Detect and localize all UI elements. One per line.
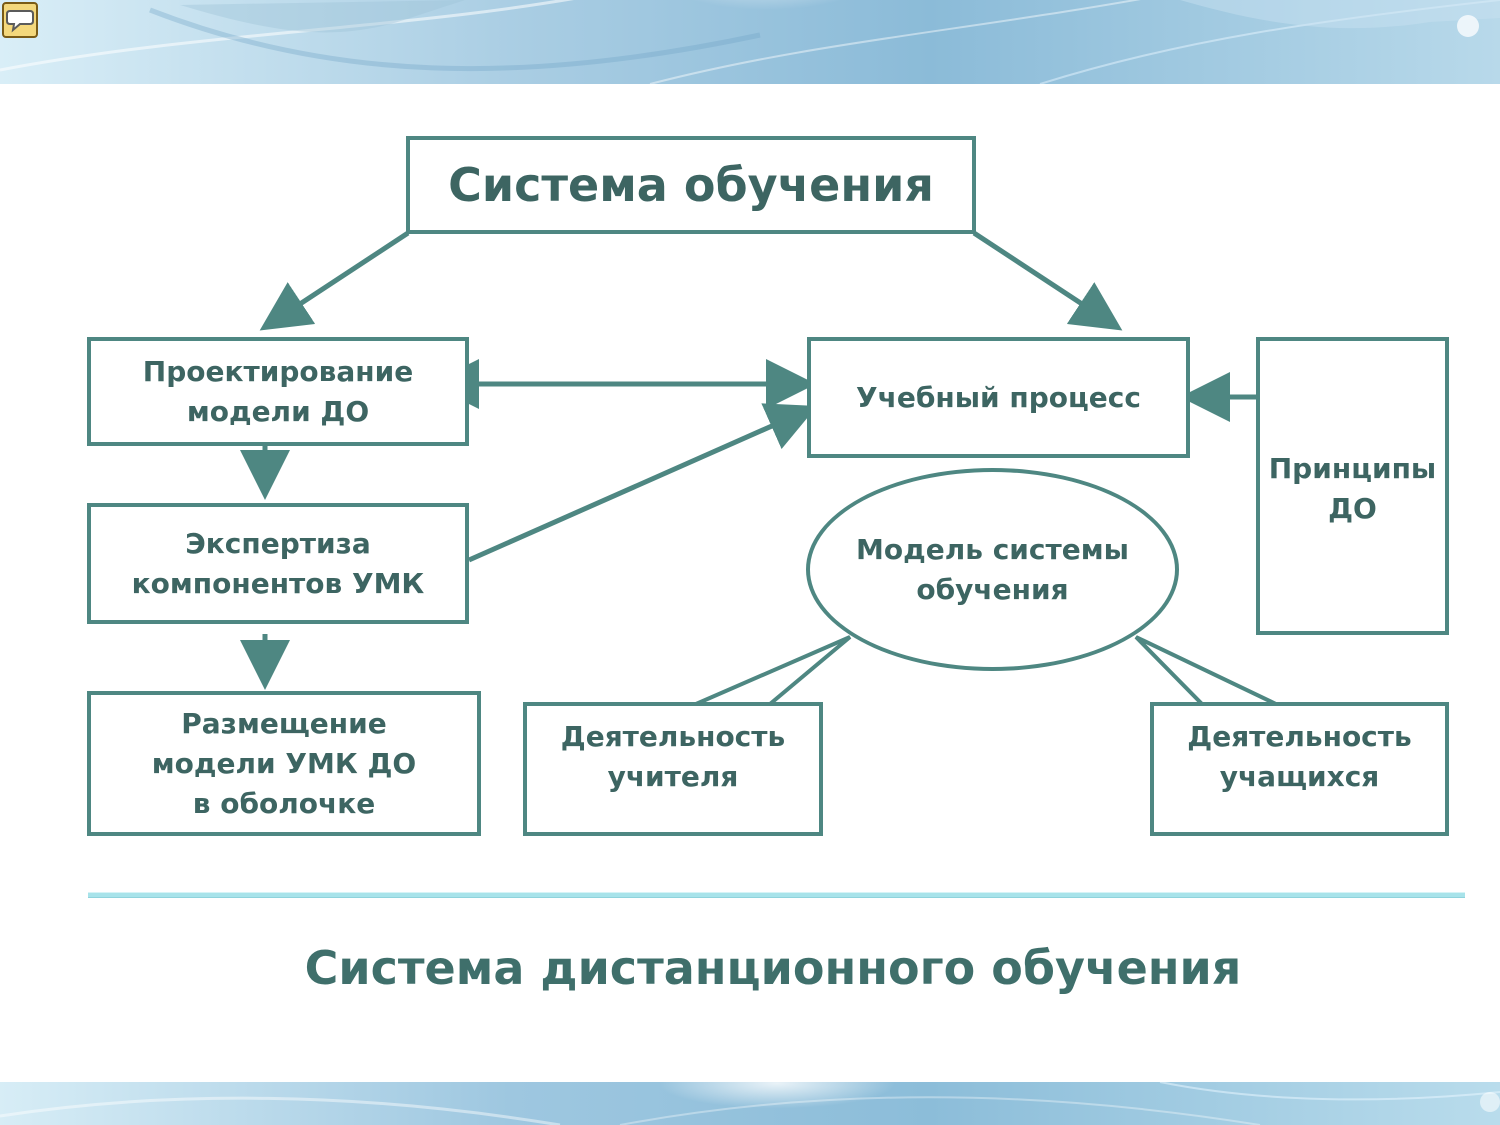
design-model-label: Проектирование модели ДО bbox=[142, 354, 414, 428]
bottom-banner bbox=[0, 1082, 1500, 1125]
teacher-callout-connector bbox=[695, 635, 852, 706]
teacher-activity-label: Деятельность учителя bbox=[560, 720, 786, 793]
student-activity-label: Деятельность учащихся bbox=[1187, 720, 1412, 793]
footer-title: Система дистанционного обучения bbox=[304, 941, 1242, 995]
placement-box: Размещение модели УМК ДО в оболочке bbox=[87, 691, 481, 836]
student-activity-box: Деятельность учащихся bbox=[1150, 702, 1449, 836]
learning-system-box: Система обучения bbox=[406, 136, 976, 234]
design-model-box: Проектирование модели ДО bbox=[87, 337, 469, 446]
speech-bubble-icon[interactable] bbox=[2, 2, 38, 38]
learning-process-label: Учебный процесс bbox=[856, 380, 1141, 414]
divider bbox=[88, 892, 1465, 898]
system-model-label: Модель системы обучения bbox=[856, 532, 1129, 606]
expertise-box: Экспертиза компонентов УМК bbox=[87, 503, 469, 624]
top-banner bbox=[0, 0, 1500, 84]
placement-label: Размещение модели УМК ДО в оболочке bbox=[151, 706, 417, 820]
principles-box: Принципы ДО bbox=[1256, 337, 1449, 635]
principles-label: Принципы ДО bbox=[1268, 452, 1437, 525]
students-callout-connector bbox=[1134, 635, 1277, 706]
expertise-to-process-arrow bbox=[467, 403, 818, 563]
expertise-label: Экспертиза компонентов УМК bbox=[131, 526, 425, 600]
teacher-activity-box: Деятельность учителя bbox=[523, 702, 823, 836]
top-to-design-arrow bbox=[259, 230, 410, 331]
top-to-process-arrow bbox=[972, 230, 1123, 331]
system-model-ellipse: Модель системы обучения bbox=[806, 468, 1179, 671]
learning-process-box: Учебный процесс bbox=[807, 337, 1190, 458]
learning-system-label: Система обучения bbox=[448, 158, 934, 212]
